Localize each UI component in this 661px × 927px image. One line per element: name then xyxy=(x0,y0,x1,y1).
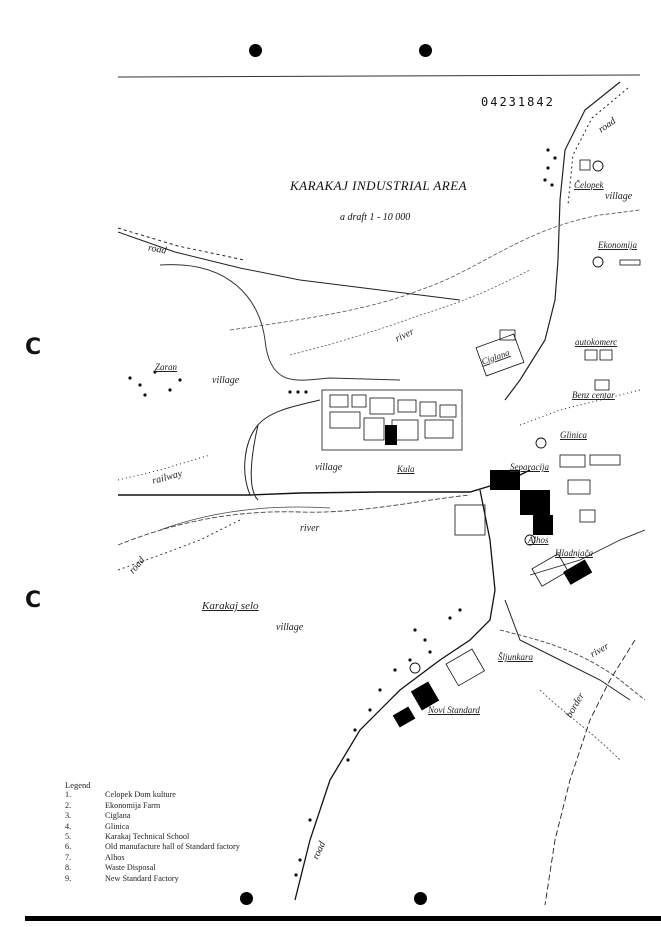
map-scale: a draft 1 - 10 000 xyxy=(340,212,411,223)
label-autokomerc: autokomerc xyxy=(575,337,618,347)
label-karakaj-selo: Karakaj selo xyxy=(202,600,259,612)
punch-hole-bottom-left xyxy=(240,892,253,905)
label-village-zaran: village xyxy=(212,375,240,386)
label-hladnjaca: Hladnjača xyxy=(555,548,593,558)
river-right xyxy=(499,629,646,701)
factory-black-block xyxy=(385,425,397,445)
label-novi-standard: Novi Standard xyxy=(428,705,480,715)
legend-number: 9. xyxy=(65,873,72,883)
label-kula: Kula xyxy=(397,464,415,474)
punch-hole-top-right xyxy=(419,44,432,57)
label-village-center: village xyxy=(315,462,343,473)
house-dots xyxy=(128,148,557,877)
map-frame-top xyxy=(117,74,641,78)
road-left xyxy=(117,231,461,301)
label-village-right: village xyxy=(605,191,633,202)
legend-item: 6. Old manufacture hall of Standard facto… xyxy=(65,842,240,852)
legend-number: 6. xyxy=(65,842,72,852)
legend-item: 5. Karakaj Technical School xyxy=(65,832,240,842)
label-ekonomija: Ekonomija xyxy=(598,240,637,250)
legend-item: 9. New Standard Factory xyxy=(65,874,240,884)
label-river-mid: river xyxy=(300,523,320,534)
legend-title: Legend xyxy=(65,780,91,790)
label-separacija: Separacija xyxy=(510,462,549,472)
label-celopek: Čelopek xyxy=(574,180,604,190)
legend-label: New Standard Factory xyxy=(105,873,179,883)
legend-item: 8. Waste Disposal xyxy=(65,863,240,873)
map-legend: Legend 1. Celopek Dom kulture 2. Ekonomija… xyxy=(65,780,240,884)
legend-number: 8. xyxy=(65,863,72,873)
marker-2 xyxy=(592,256,604,268)
legend-number: 2. xyxy=(65,800,72,810)
legend-item: 1. Celopek Dom kulture xyxy=(65,790,240,800)
legend-number: 3. xyxy=(65,811,72,821)
legend-number: 7. xyxy=(65,852,72,862)
label-benz-centar: Benz centar xyxy=(572,390,615,400)
legend-item: 3. Ciglana xyxy=(65,811,240,821)
legend-label: Celopek Dom kulture xyxy=(105,790,176,800)
document-number: 04231842 xyxy=(481,95,555,109)
legend-label: Alhos xyxy=(105,852,125,862)
legend-label: Old manufacture hall of Standard factory xyxy=(105,842,240,852)
label-village-bottom: village xyxy=(276,622,304,633)
legend-number: 4. xyxy=(65,821,72,831)
legend-item: 4. Glinica xyxy=(65,822,240,832)
label-glinica: Glinica xyxy=(560,430,587,440)
marker-1 xyxy=(592,160,604,172)
legend-label: Waste Disposal xyxy=(105,863,156,873)
legend-label: Ciglana xyxy=(105,811,131,821)
page-bottom-bar xyxy=(25,916,661,921)
road-main-south xyxy=(294,489,496,901)
road-bottom-left xyxy=(117,519,241,571)
legend-number: 5. xyxy=(65,832,72,842)
label-sljunkara: Šljunkara xyxy=(498,652,533,662)
legend-item: 2. Ekonomija Farm xyxy=(65,801,240,811)
industrial-block xyxy=(321,389,463,451)
river-mid xyxy=(117,494,471,546)
border-line xyxy=(544,639,636,906)
legend-number: 1. xyxy=(65,790,72,800)
punch-hole-bottom-right xyxy=(414,892,427,905)
margin-mark-lower: C xyxy=(25,588,42,613)
legend-label: Glinica xyxy=(105,821,130,831)
map-title: KARAKAJ INDUSTRIAL AREA xyxy=(290,178,468,193)
legend-item: 7. Alhos xyxy=(65,853,240,863)
punch-hole-top-left xyxy=(249,44,262,57)
river-upper xyxy=(159,264,401,381)
road-top-right xyxy=(504,81,621,401)
marker-5 xyxy=(535,437,547,449)
label-alhos: Alhos xyxy=(528,535,549,545)
marker-9 xyxy=(409,662,421,674)
legend-label: Ekonomija Farm xyxy=(105,800,161,810)
marker-6 xyxy=(524,534,536,546)
legend-label: Karakaj Technical School xyxy=(105,832,190,842)
margin-mark-upper: C xyxy=(25,335,42,360)
label-zaran: Zaran xyxy=(155,362,178,372)
